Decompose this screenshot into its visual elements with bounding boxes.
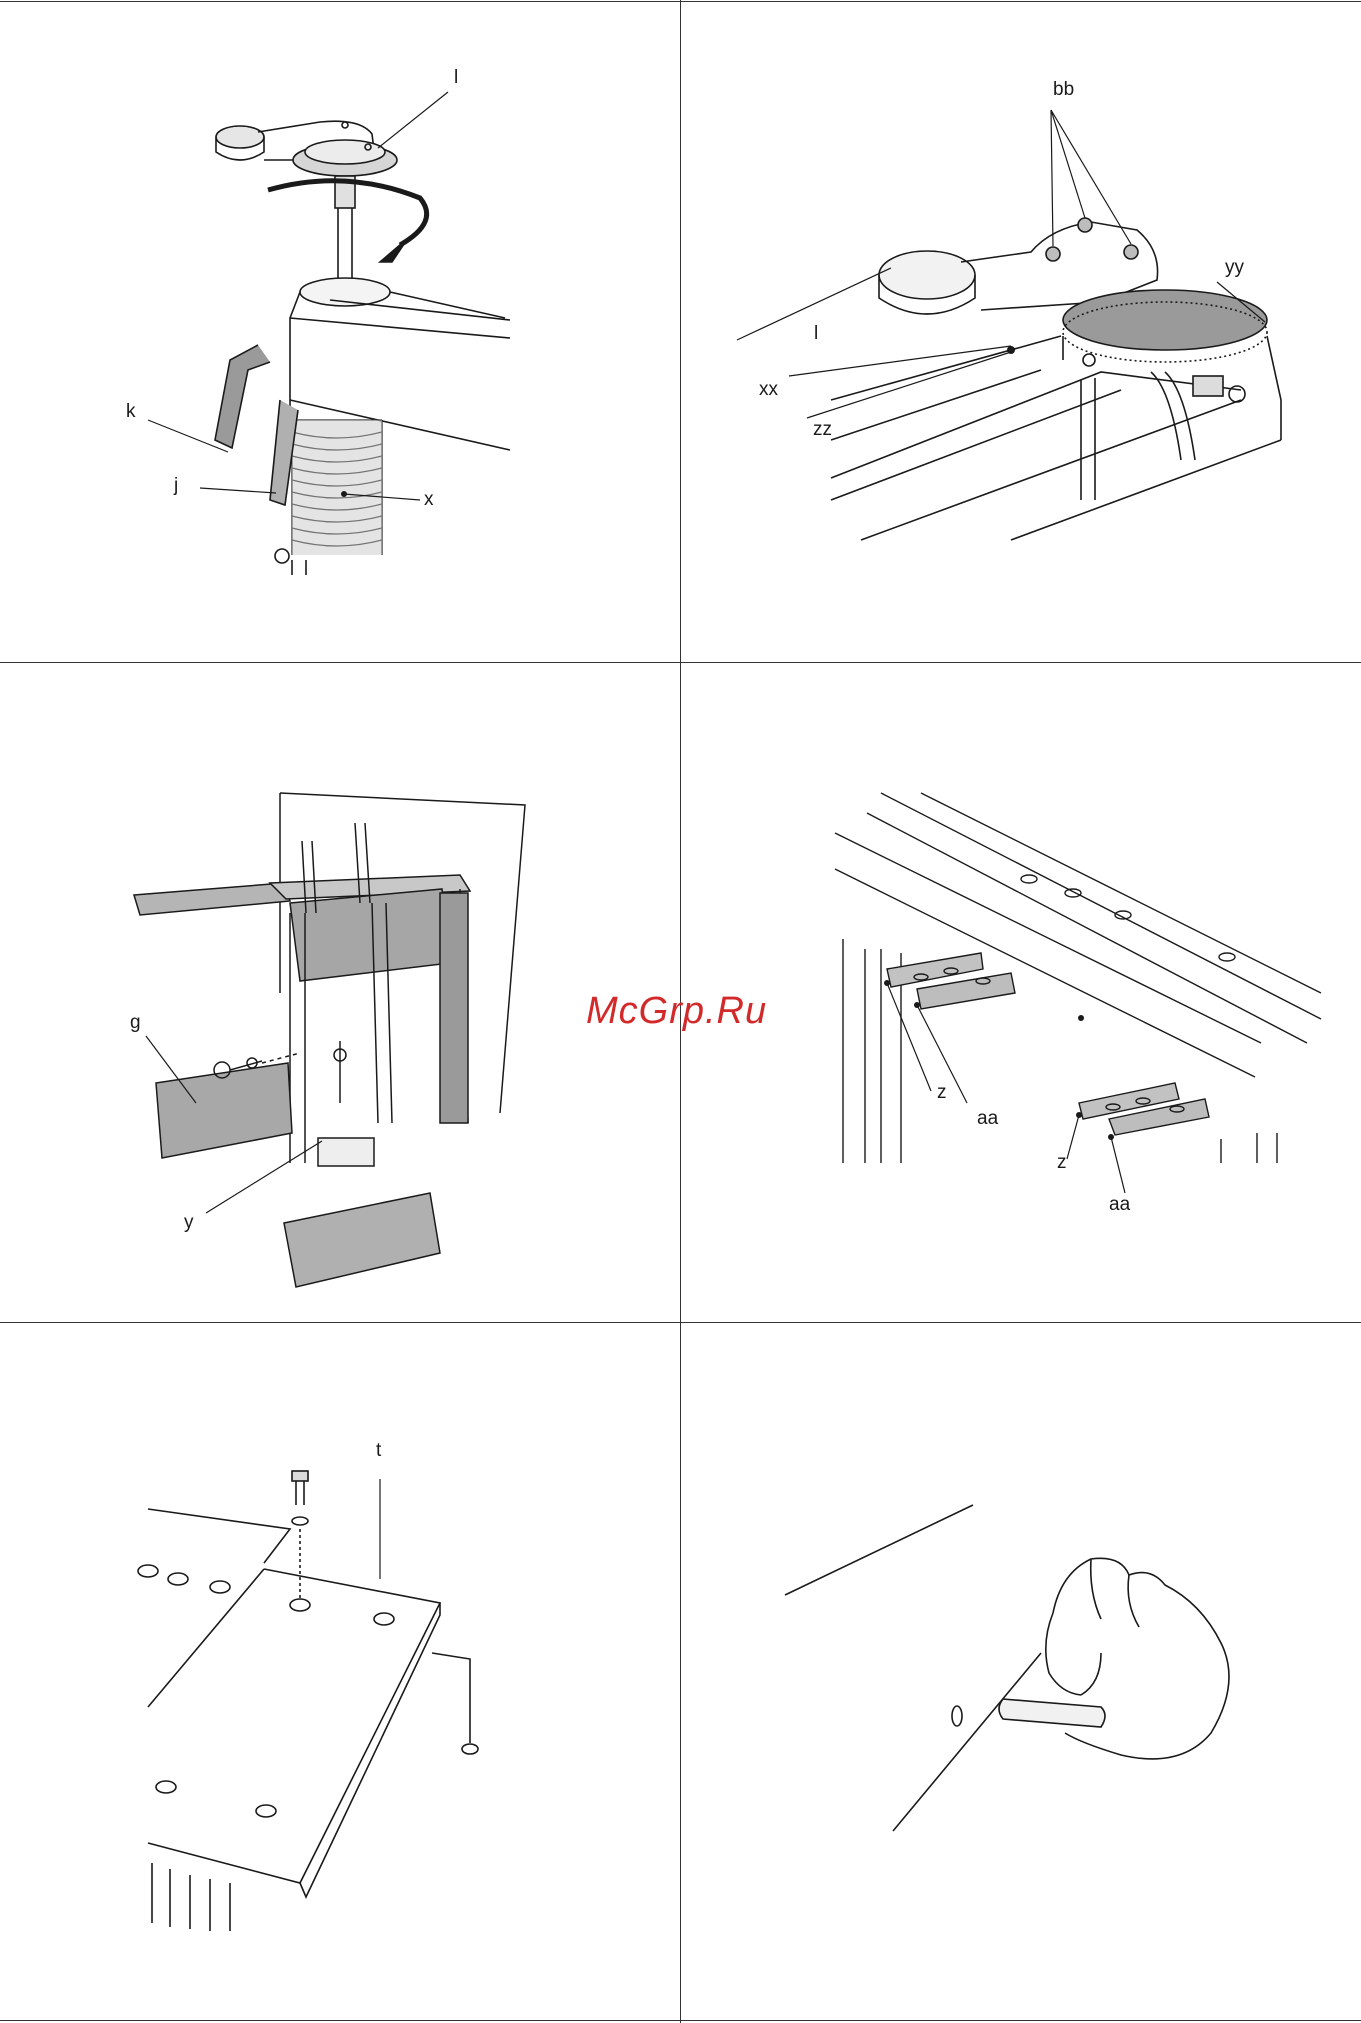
callout-x: x: [424, 490, 434, 509]
stand-illustration: [0, 663, 680, 1322]
callout-t: t: [376, 1441, 381, 1460]
callout-aa: aa: [977, 1109, 998, 1128]
figure-panel-crank-head: bb yy l xx zz: [681, 0, 1361, 662]
figure-panel-crank-column: l k j x: [0, 0, 680, 662]
watermark: McGrp.Ru: [586, 990, 767, 1033]
figure-panel-table-plate: t: [0, 1323, 680, 2020]
crank-head-illustration: [681, 0, 1361, 662]
figure-panel-brackets: z aa z aa: [681, 663, 1361, 1322]
callout-zz: zz: [813, 420, 832, 439]
callout-z: z: [1057, 1153, 1067, 1172]
table-plate-illustration: [0, 1323, 680, 2020]
callout-g: g: [130, 1013, 141, 1032]
callout-y: y: [184, 1213, 194, 1232]
callout-yy: yy: [1225, 258, 1244, 277]
hand-pin-illustration: [681, 1323, 1361, 2020]
callout-bb: bb: [1053, 80, 1074, 99]
callout-xx: xx: [759, 380, 778, 399]
callout-l: l: [454, 68, 458, 87]
figure-panel-stand: g y: [0, 663, 680, 1322]
figure-panel-hand-pin: [681, 1323, 1361, 2020]
crank-column-illustration: [0, 0, 680, 662]
callout-j: j: [174, 476, 178, 495]
brackets-illustration: [681, 663, 1361, 1322]
callout-l: l: [814, 324, 818, 343]
callout-aa: aa: [1109, 1195, 1130, 1214]
callout-k: k: [126, 402, 136, 421]
callout-z: z: [937, 1083, 947, 1102]
grid-rule-bottom: [0, 2020, 1361, 2021]
